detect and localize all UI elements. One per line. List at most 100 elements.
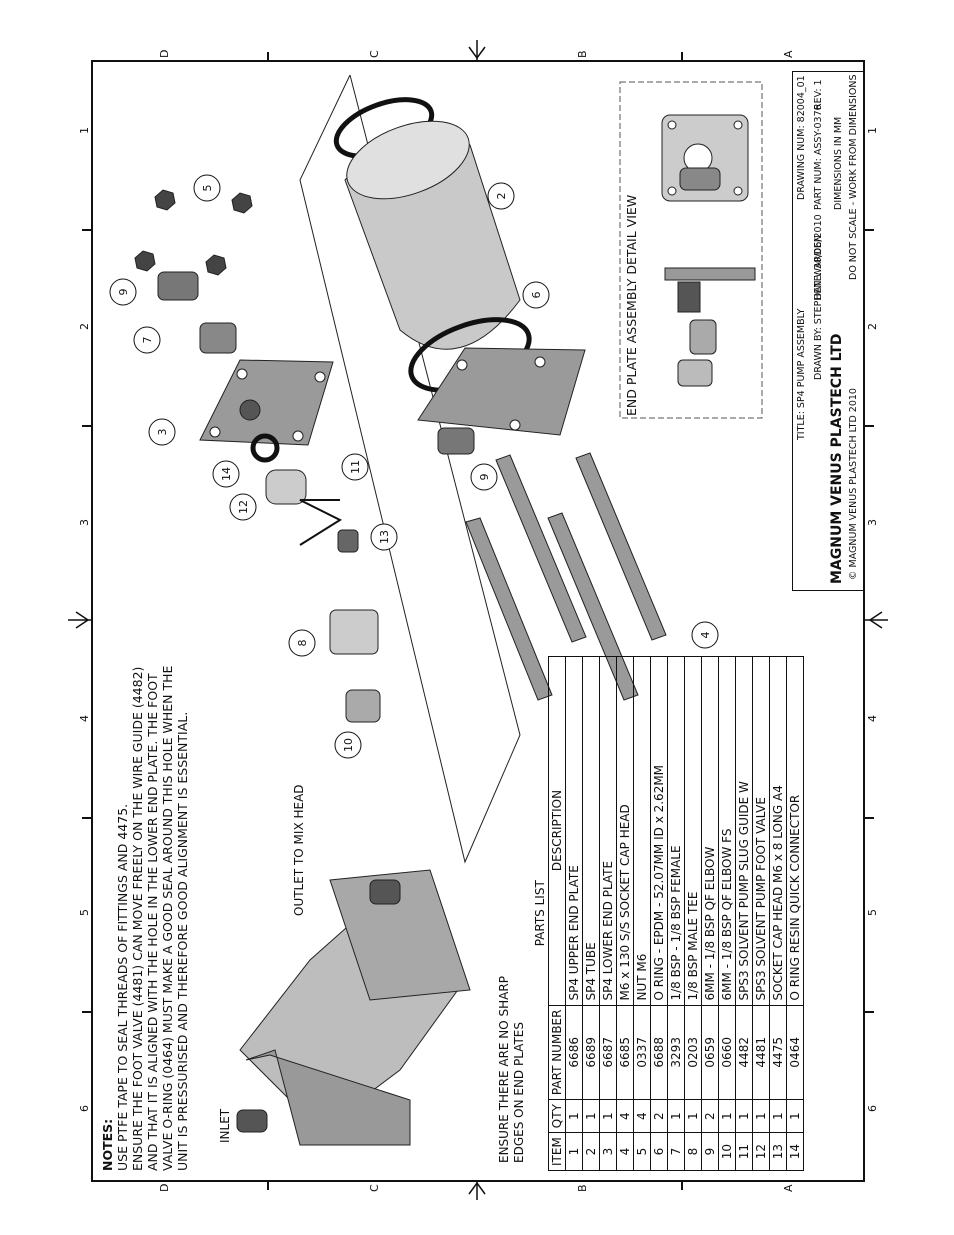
cell-part-number: 0659: [701, 1005, 719, 1100]
zone-1-right: 1: [866, 127, 879, 134]
balloon-10: 10: [342, 738, 355, 752]
cell-item: 10: [718, 1132, 736, 1171]
notes-line: AND THAT IT IS ALIGNED WITH THE HOLE IN …: [145, 673, 160, 1171]
zone-d-bottom: D: [158, 1184, 171, 1192]
cell-description: NUT M6: [633, 656, 651, 1006]
balloon-8: 8: [296, 640, 309, 647]
notes-line: ENSURE THE FOOT VALVE (4481) CAN MOVE FR…: [130, 666, 145, 1171]
cell-item: 6: [650, 1132, 668, 1171]
upper-end-plate: [199, 359, 334, 446]
notes-line: UNIT IS PRESSURISED AND THEREFORE GOOD A…: [175, 711, 190, 1171]
zone-2-left: 2: [78, 323, 91, 330]
zone-c-top: C: [368, 50, 381, 58]
cell-qty: 4: [616, 1099, 634, 1133]
cell-qty: 1: [752, 1099, 770, 1133]
nut: [205, 254, 227, 276]
parts-list-title: PARTS LIST: [533, 880, 547, 947]
cell-part-number: 6688: [650, 1005, 668, 1100]
cell-item: 5: [633, 1132, 651, 1171]
cell-item: 2: [582, 1132, 600, 1171]
zone-4-right: 4: [866, 715, 879, 722]
cell-part-number: 4481: [752, 1005, 770, 1100]
cell-description: O RING - EPDM - 52.07MM ID x 2.62MM: [650, 656, 668, 1006]
cell-qty: 1: [735, 1099, 753, 1133]
nut: [231, 192, 253, 214]
col-qty: QTY: [548, 1099, 566, 1133]
cell-description: SP4 LOWER END PLATE: [599, 656, 617, 1006]
edges-label-1: ENSURE THERE ARE NO SHARP: [497, 976, 511, 1163]
col-item: ITEM: [548, 1132, 566, 1171]
cell-description: M6 x 130 S/S SOCKET CAP HEAD: [616, 656, 634, 1006]
section-plane: [299, 74, 521, 864]
screw: [465, 517, 553, 701]
zone-a-bottom: A: [782, 1184, 795, 1192]
cell-item: 1: [565, 1132, 583, 1171]
nut: [134, 250, 156, 272]
cell-item: 11: [735, 1132, 753, 1171]
foot-valve: [265, 469, 307, 505]
screw: [575, 452, 667, 641]
notes-line: USE PTFE TAPE TO SEAL THREADS OF FITTING…: [115, 803, 130, 1171]
elbow-fs: [345, 689, 381, 723]
cell-qty: 4: [633, 1099, 651, 1133]
balloon-4: 4: [699, 632, 712, 639]
zone-4-left: 4: [78, 715, 91, 722]
socket-cap-13: [337, 529, 359, 553]
screw: [495, 454, 587, 643]
cell-part-number: 0337: [633, 1005, 651, 1100]
cell-description: SPS3 SOLVENT PUMP FOOT VALVE: [752, 656, 770, 1006]
edges-label-2: EDGES ON END PLATES: [512, 1022, 526, 1163]
parts-list-header: ITEM QTY PART NUMBER DESCRIPTION: [548, 656, 566, 1171]
cell-item: 9: [701, 1132, 719, 1171]
cell-item: 3: [599, 1132, 617, 1171]
cell-qty: 2: [701, 1099, 719, 1133]
elbow-fitting: [157, 271, 199, 301]
cell-item: 13: [769, 1132, 787, 1171]
cell-description: SP4 TUBE: [582, 656, 600, 1006]
o-ring-14: [250, 433, 280, 463]
notes-heading: NOTES:: [100, 1118, 115, 1171]
cell-description: SPS3 SOLVENT PUMP SLUG GUIDE W: [735, 656, 753, 1006]
tb-title: TITLE: SP4 PUMP ASSEMBLY: [796, 308, 807, 440]
cell-qty: 1: [786, 1099, 804, 1133]
exploded-view: [134, 74, 763, 1146]
cell-description: 6MM - 1/8 BSP QF ELBOW FS: [718, 656, 736, 1006]
cell-part-number: 6685: [616, 1005, 634, 1100]
parts-list-table: PARTS LIST ITEM QTY PART NUMBER DESCRIPT…: [533, 656, 804, 1171]
zone-a-top: A: [782, 50, 795, 58]
balloon-2: 2: [495, 193, 508, 200]
cell-qty: 1: [718, 1099, 736, 1133]
notes-line: VALVE O-RING (0464) MUST MAKE A GOOD SEA…: [160, 665, 175, 1171]
outlet-label: OUTLET TO MIX HEAD: [292, 784, 306, 916]
col-description: DESCRIPTION: [548, 656, 566, 1006]
female-adaptor: [199, 322, 237, 354]
tb-date: DATE: 30/06/2010: [813, 214, 824, 300]
balloon-5: 5: [201, 185, 214, 192]
balloon-group: [109, 174, 719, 759]
tb-dims: DIMENSIONS IN MM: [833, 116, 844, 210]
balloon-11: 11: [349, 460, 362, 474]
nut: [154, 189, 176, 211]
tb-company: MAGNUM VENUS PLASTECH LTD: [829, 333, 845, 584]
cell-item: 4: [616, 1132, 634, 1171]
cell-description: O RING RESIN QUICK CONNECTOR: [786, 656, 804, 1006]
cell-part-number: 4475: [769, 1005, 787, 1100]
cell-item: 14: [786, 1132, 804, 1171]
col-part-number: PART NUMBER: [548, 1005, 566, 1100]
zone-6-right: 6: [866, 1105, 879, 1112]
tb-scale: DO NOT SCALE - WORK FROM DIMENSIONS: [848, 74, 859, 281]
cell-item: 8: [684, 1132, 702, 1171]
detail-view-frame: [619, 81, 763, 419]
balloon-6: 6: [530, 292, 543, 299]
